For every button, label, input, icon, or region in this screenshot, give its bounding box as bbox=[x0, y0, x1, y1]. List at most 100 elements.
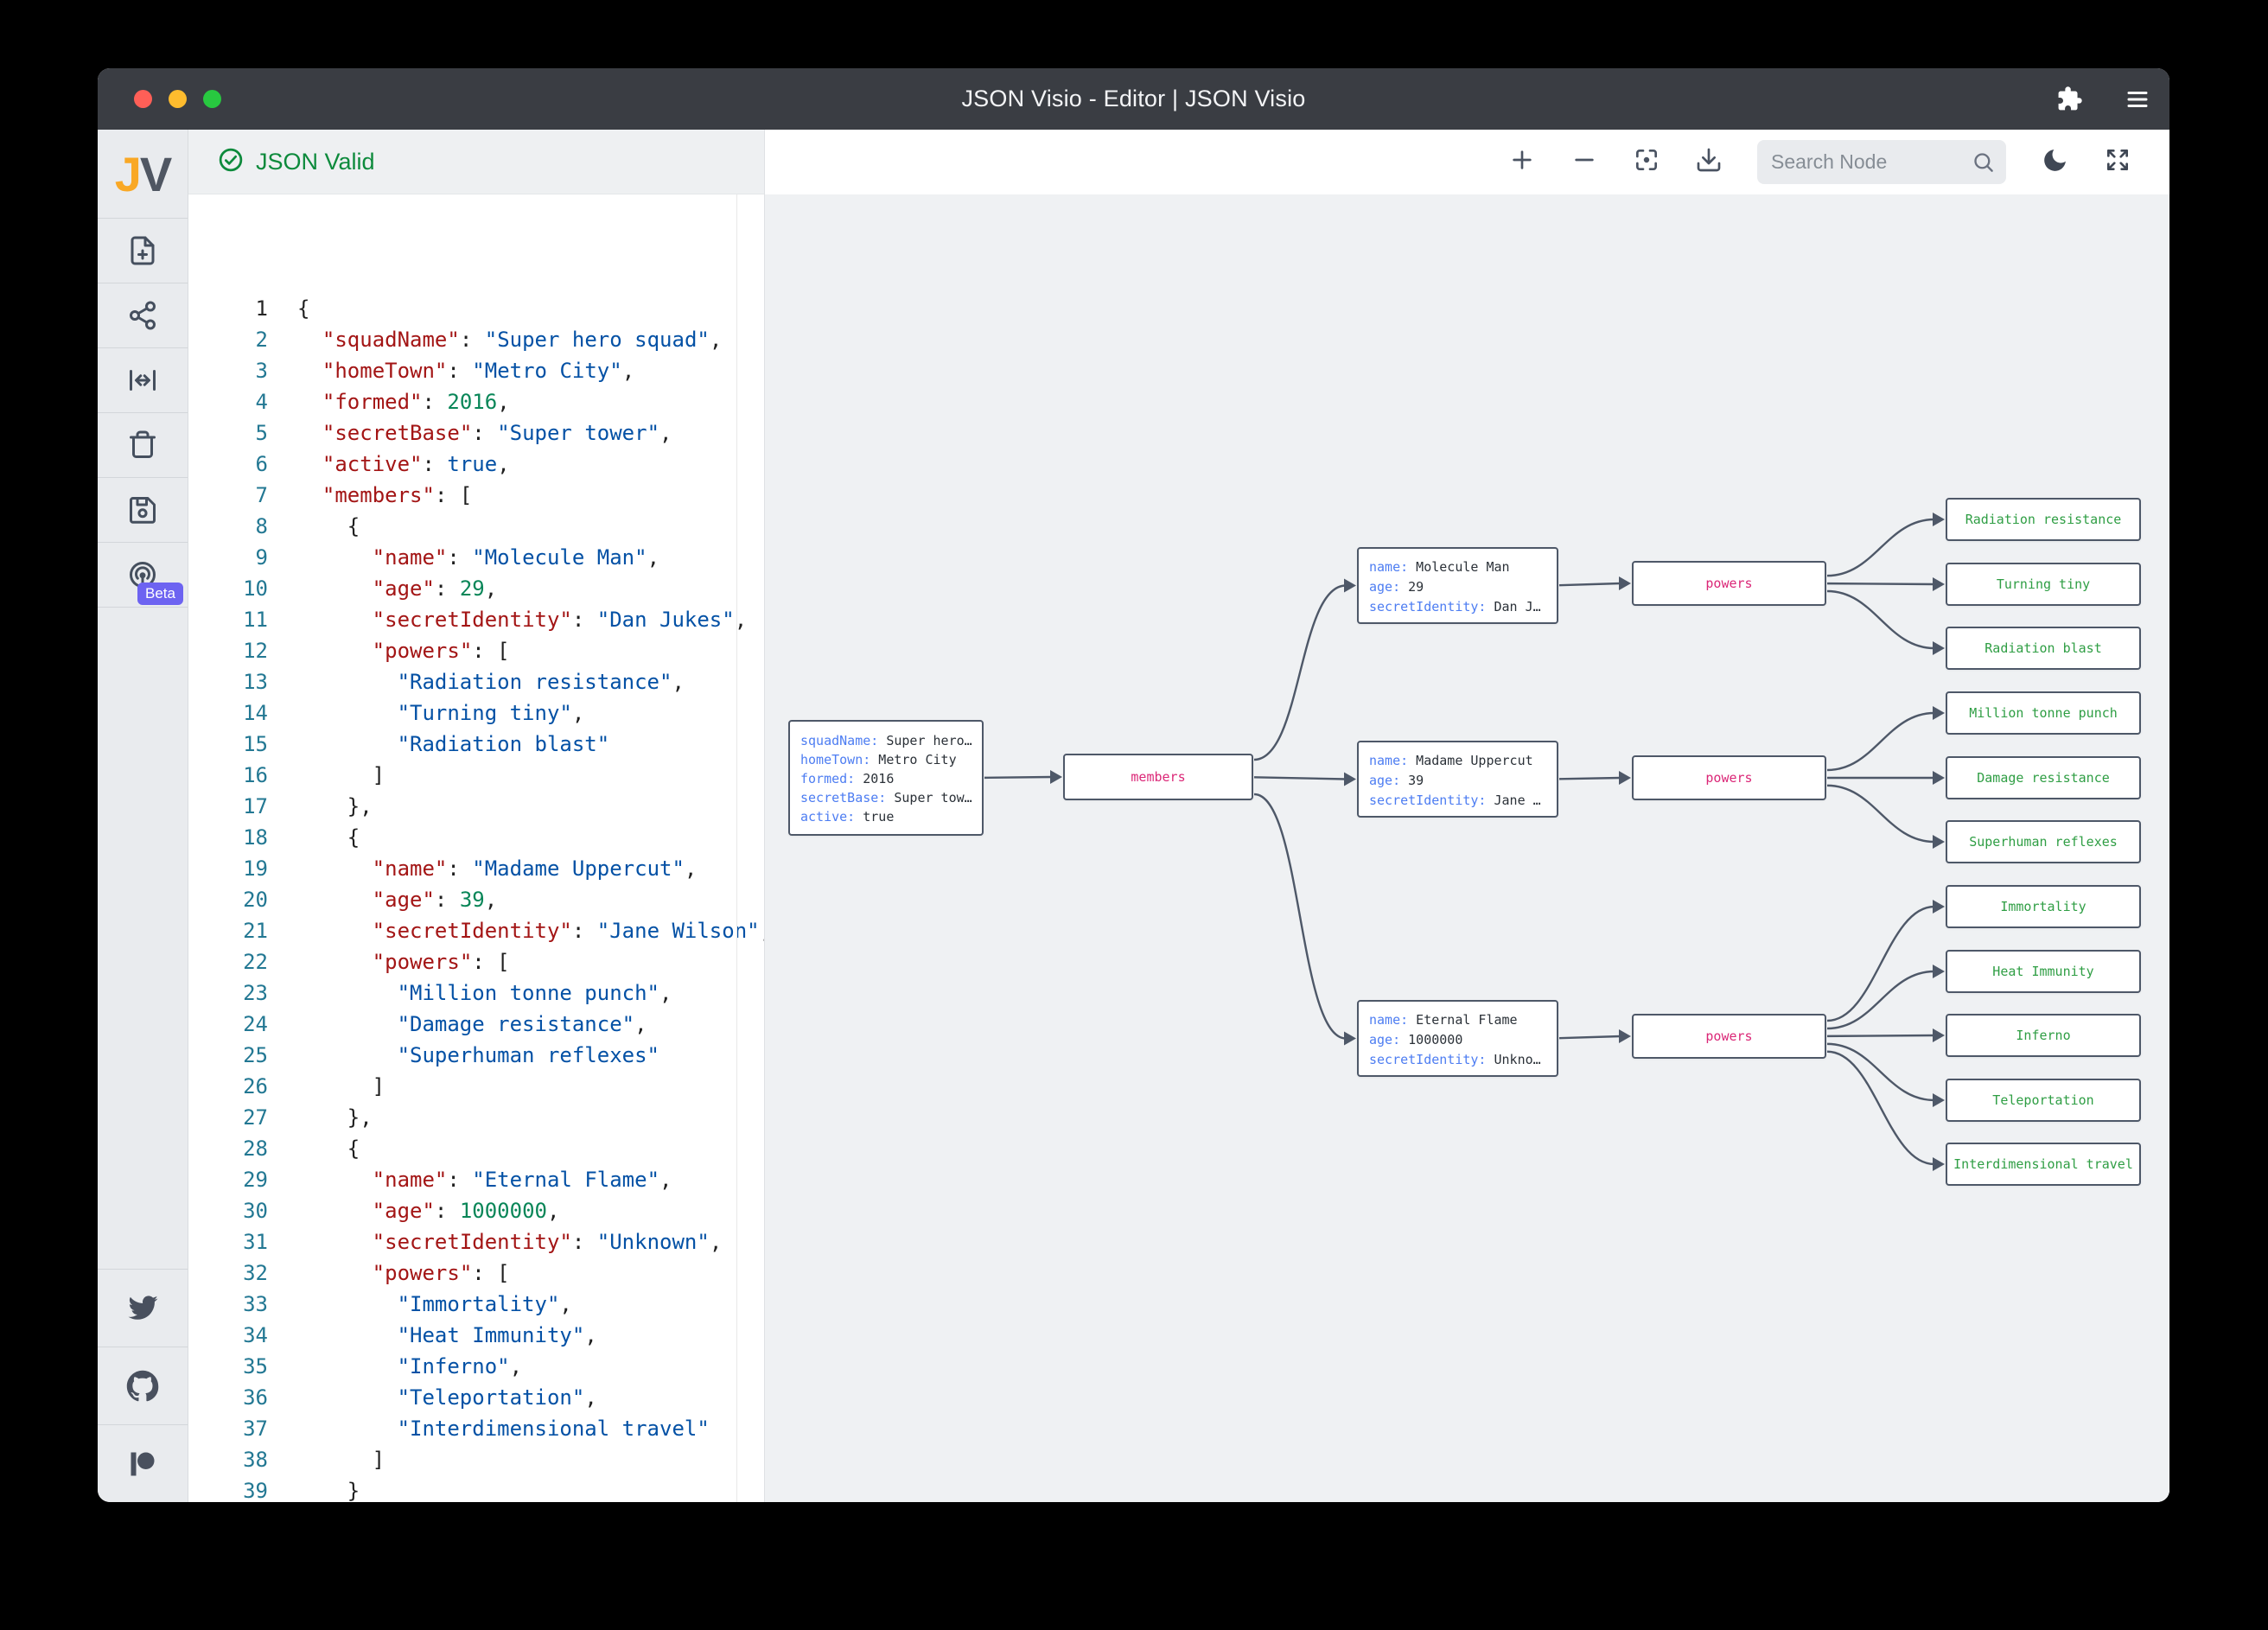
graph-node-l1c[interactable]: Radiation blast bbox=[1946, 627, 2141, 670]
graph-node-p3[interactable]: powers bbox=[1632, 1014, 1826, 1059]
node-label: Heat Immunity bbox=[1992, 964, 2094, 979]
line-number: 24 bbox=[243, 1012, 268, 1036]
code-line: 5"secretBase": "Super tower", bbox=[188, 417, 764, 449]
graph-node-l2b[interactable]: Damage resistance bbox=[1946, 756, 2141, 799]
line-number: 31 bbox=[243, 1230, 268, 1254]
node-label: Million tonne punch bbox=[1969, 705, 2118, 721]
line-number: 25 bbox=[243, 1043, 268, 1067]
node-label: Inferno bbox=[2016, 1028, 2071, 1043]
code-line: 7"members": [ bbox=[188, 480, 764, 511]
graph-node-l3e[interactable]: Interdimensional travel bbox=[1946, 1143, 2141, 1186]
code-line: 8{ bbox=[188, 511, 764, 542]
graph-node-l3b[interactable]: Heat Immunity bbox=[1946, 950, 2141, 993]
code-line: 27}, bbox=[188, 1102, 764, 1133]
line-number: 17 bbox=[243, 794, 268, 818]
github-icon bbox=[126, 1370, 159, 1403]
code-editor[interactable]: 1{2"squadName": "Super hero squad",3"hom… bbox=[188, 194, 764, 1502]
sidebar-item-github[interactable] bbox=[98, 1347, 188, 1424]
node-label: powers bbox=[1705, 576, 1753, 591]
node-row: formed: 2016 bbox=[800, 771, 895, 786]
graph-node-l1a[interactable]: Radiation resistance bbox=[1946, 498, 2141, 541]
graph-node-p1[interactable]: powers bbox=[1632, 561, 1826, 606]
code-line: 6"active": true, bbox=[188, 449, 764, 480]
node-row: squadName: Super hero… bbox=[800, 733, 972, 748]
traffic-light-zoom[interactable] bbox=[203, 90, 221, 108]
traffic-light-close[interactable] bbox=[134, 90, 152, 108]
line-number: 28 bbox=[243, 1137, 268, 1161]
zoom-out-button[interactable] bbox=[1570, 146, 1598, 178]
fullscreen-button[interactable] bbox=[2104, 146, 2131, 178]
graph-node-l2c[interactable]: Superhuman reflexes bbox=[1946, 820, 2141, 863]
zoom-in-button[interactable] bbox=[1508, 146, 1536, 178]
save-icon bbox=[127, 494, 158, 525]
graph-node-l2a[interactable]: Million tonne punch bbox=[1946, 691, 2141, 735]
line-number: 1 bbox=[255, 296, 268, 321]
logo-v: V bbox=[139, 146, 172, 201]
code-line: 2"squadName": "Super hero squad", bbox=[188, 324, 764, 355]
code-line: 18{ bbox=[188, 822, 764, 853]
line-number: 19 bbox=[243, 856, 268, 881]
menu-icon[interactable] bbox=[2125, 86, 2150, 112]
graph-node-members[interactable]: members bbox=[1063, 754, 1253, 800]
graph-node-p2[interactable]: powers bbox=[1632, 755, 1826, 800]
node-label: Immortality bbox=[2000, 899, 2086, 914]
graph-node-l1b[interactable]: Turning tiny bbox=[1946, 563, 2141, 606]
code-line: 22"powers": [ bbox=[188, 946, 764, 977]
line-number: 2 bbox=[255, 328, 268, 352]
code-line: 25"Superhuman reflexes" bbox=[188, 1040, 764, 1071]
file-plus-icon bbox=[127, 235, 158, 266]
code-line: 16] bbox=[188, 760, 764, 791]
line-number: 23 bbox=[243, 981, 268, 1005]
center-button[interactable] bbox=[1633, 146, 1660, 178]
graph-canvas[interactable]: squadName: Super hero… homeTown: Metro Ci… bbox=[765, 194, 2169, 1502]
node-label: Radiation resistance bbox=[1965, 512, 2122, 527]
graph-node-root[interactable]: squadName: Super hero… homeTown: Metro Ci… bbox=[788, 720, 984, 836]
validation-status: JSON Valid bbox=[188, 130, 764, 194]
code-line: 9"name": "Molecule Man", bbox=[188, 542, 764, 573]
expand-icon bbox=[2104, 146, 2131, 178]
share-icon bbox=[127, 300, 158, 331]
line-number: 39 bbox=[243, 1479, 268, 1502]
code-line: 39} bbox=[188, 1475, 764, 1502]
code-line: 29"name": "Eternal Flame", bbox=[188, 1164, 764, 1195]
code-line: 37"Interdimensional travel" bbox=[188, 1413, 764, 1444]
line-number: 8 bbox=[255, 514, 268, 538]
focus-icon bbox=[1633, 146, 1660, 178]
code-line: 33"Immortality", bbox=[188, 1289, 764, 1320]
graph-node-l3d[interactable]: Teleportation bbox=[1946, 1079, 2141, 1122]
graph-panel: squadName: Super hero… homeTown: Metro Ci… bbox=[765, 130, 2169, 1502]
graph-node-l3a[interactable]: Immortality bbox=[1946, 885, 2141, 928]
sidebar-item-clear[interactable] bbox=[98, 413, 188, 478]
line-number: 32 bbox=[243, 1261, 268, 1285]
sidebar-item-new-document[interactable] bbox=[98, 219, 188, 283]
line-number: 36 bbox=[243, 1385, 268, 1410]
sidebar-item-twitter[interactable] bbox=[98, 1269, 188, 1347]
graph-toolbar bbox=[765, 130, 2169, 194]
logo-j: J bbox=[114, 146, 142, 201]
line-number: 7 bbox=[255, 483, 268, 507]
code-line: 23"Million tonne punch", bbox=[188, 977, 764, 1009]
sidebar-item-fit-width[interactable] bbox=[98, 348, 188, 413]
extensions-icon[interactable] bbox=[2056, 86, 2083, 112]
search-input[interactable] bbox=[1757, 140, 2006, 184]
graph-node-l3c[interactable]: Inferno bbox=[1946, 1014, 2141, 1057]
line-number: 10 bbox=[243, 576, 268, 601]
twitter-icon bbox=[127, 1292, 159, 1324]
node-row: homeTown: Metro City bbox=[800, 752, 957, 767]
sidebar-item-save[interactable] bbox=[98, 478, 188, 543]
node-label: Damage resistance bbox=[1977, 770, 2110, 786]
node-row: age: 1000000 bbox=[1369, 1032, 1463, 1047]
code-line: 24"Damage resistance", bbox=[188, 1009, 764, 1040]
sidebar-item-patreon[interactable] bbox=[98, 1424, 188, 1502]
download-button[interactable] bbox=[1695, 146, 1723, 178]
dark-mode-button[interactable] bbox=[2041, 146, 2069, 179]
traffic-light-minimize[interactable] bbox=[169, 90, 187, 108]
graph-edges bbox=[984, 513, 1945, 1171]
line-number: 3 bbox=[255, 359, 268, 383]
line-number: 22 bbox=[243, 950, 268, 974]
sidebar-item-visualize[interactable] bbox=[98, 283, 188, 348]
